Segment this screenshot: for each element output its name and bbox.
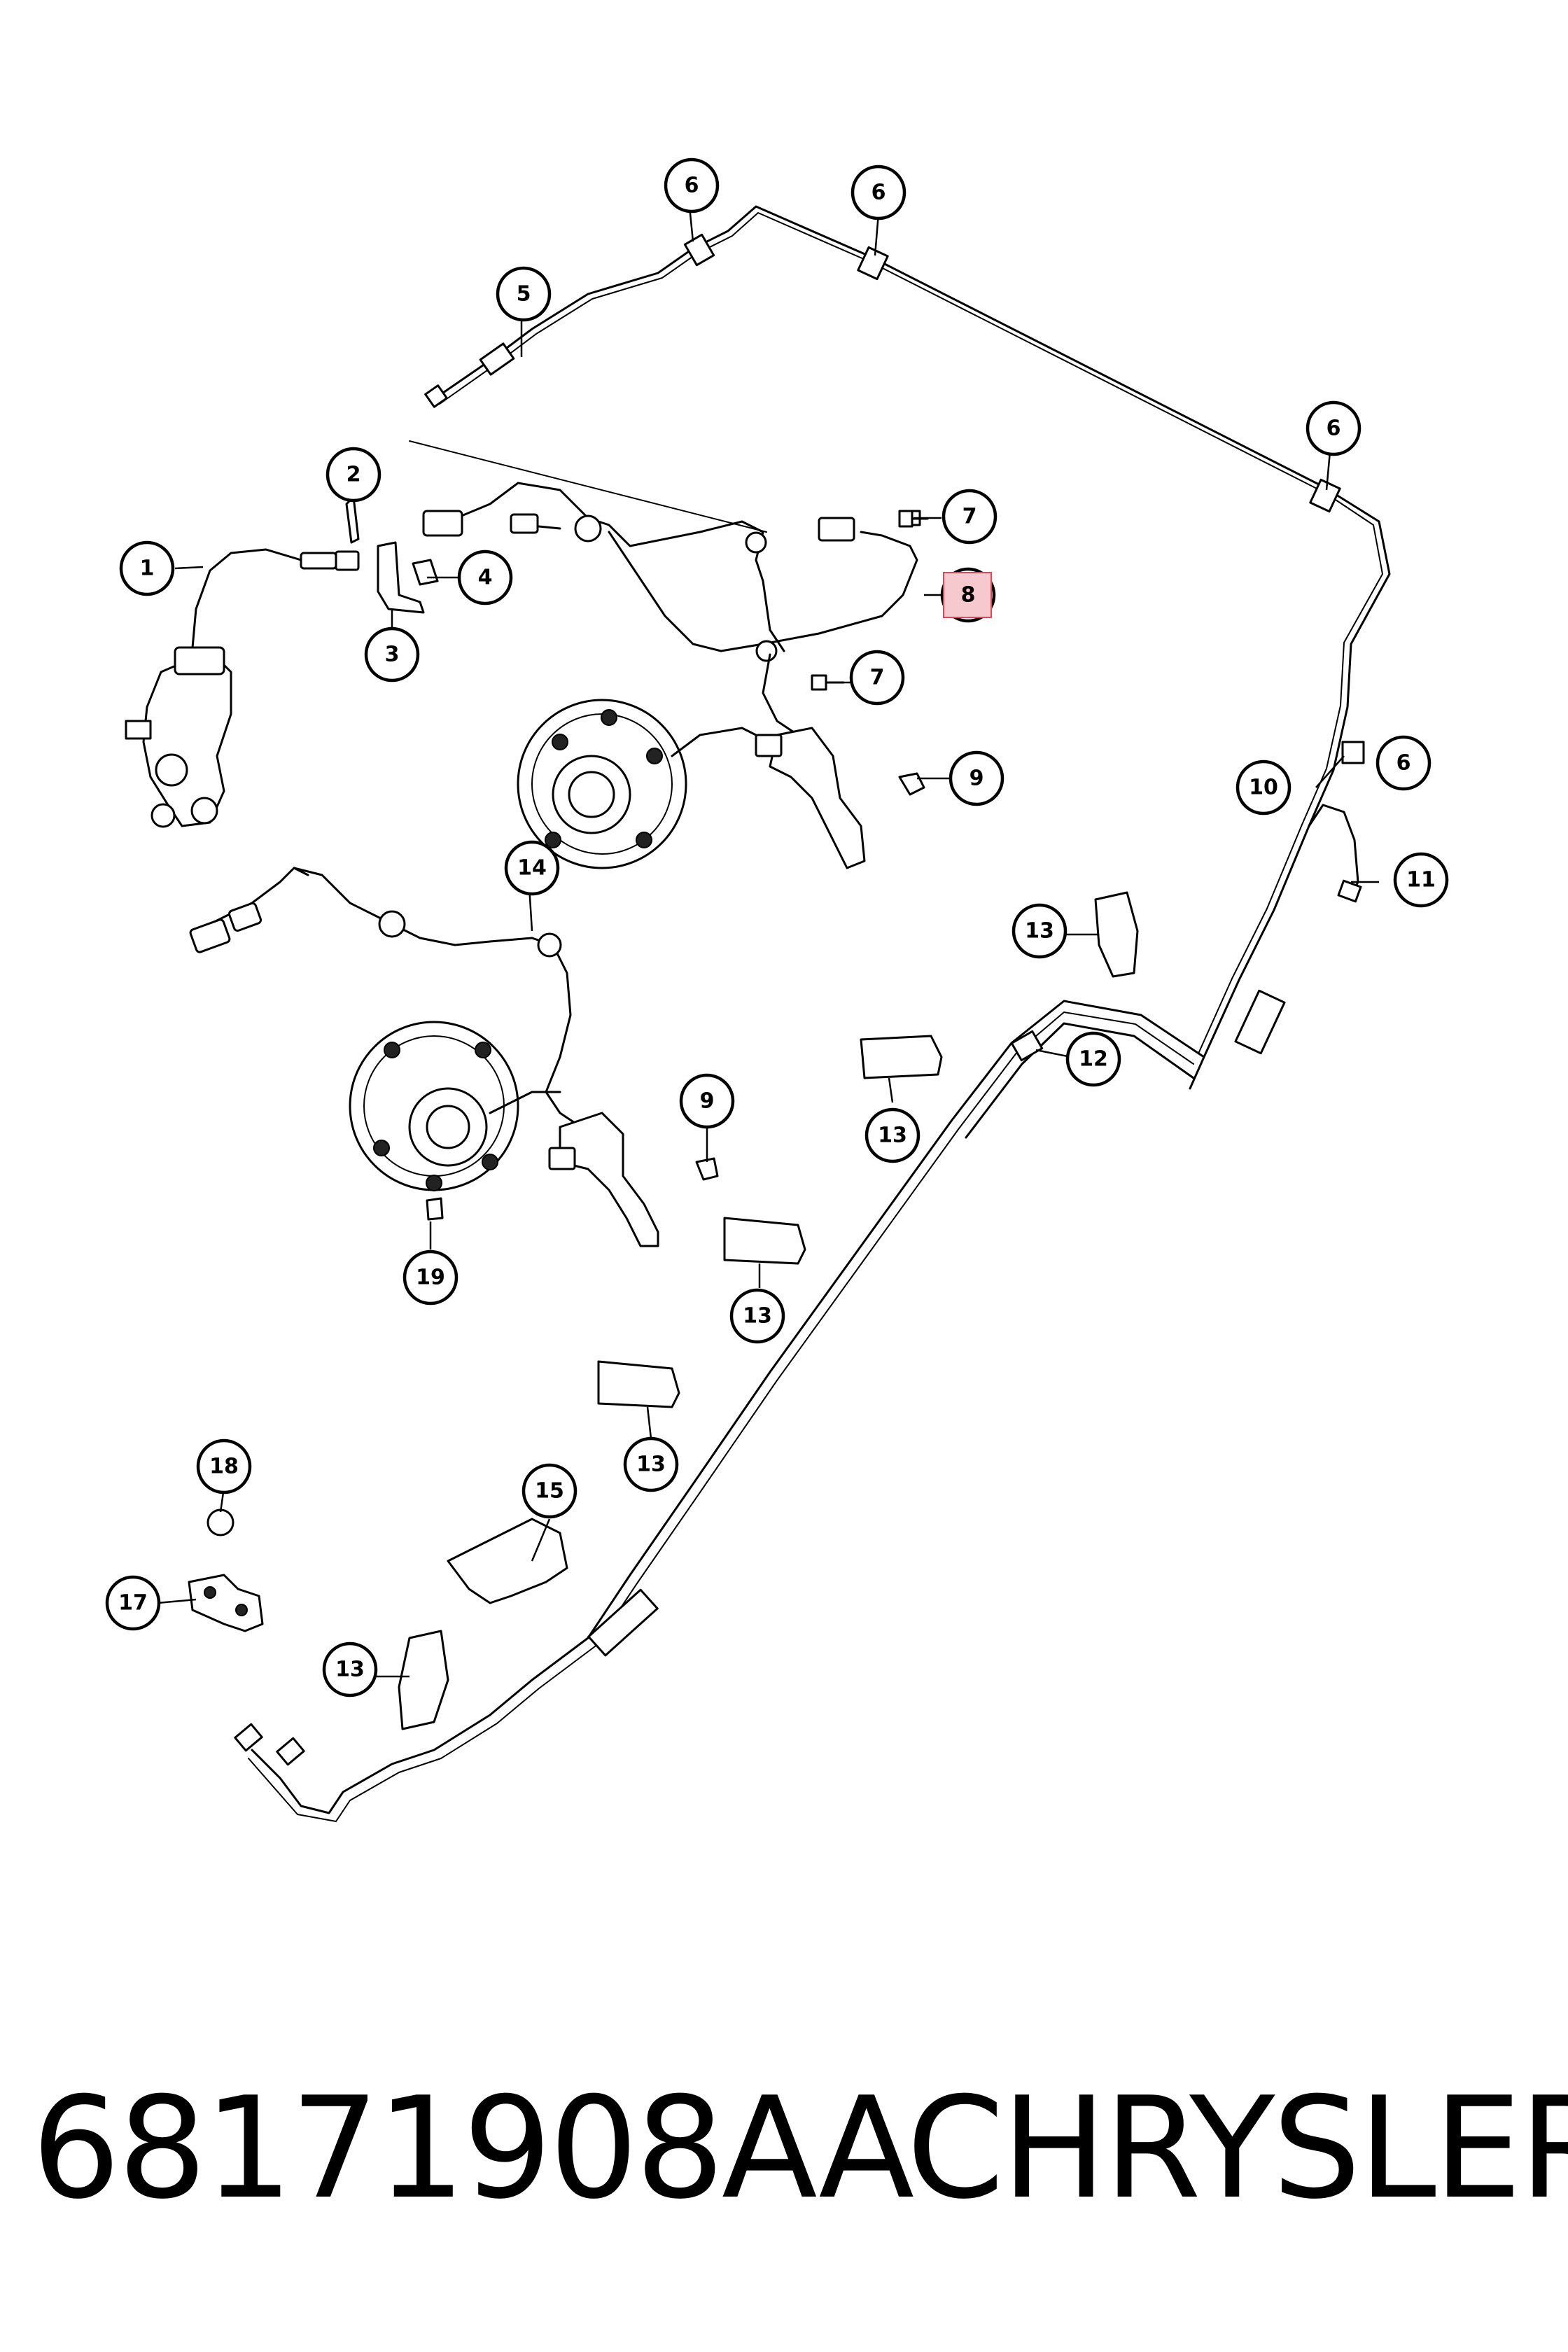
retainer-clips	[398, 891, 1139, 1730]
callout-8: 8	[940, 567, 996, 623]
harness-reference-line	[409, 440, 767, 533]
callout-6c-label: 6	[1326, 416, 1341, 441]
part-number: 68171908AA	[31, 2067, 914, 2230]
tube-clips	[424, 233, 1365, 1062]
callout-17-label: 17	[118, 1591, 148, 1616]
callout-6a: 6	[664, 158, 720, 214]
callout-3: 3	[364, 626, 420, 682]
callout-13e: 13	[322, 1642, 378, 1698]
wheel-hub-lower	[349, 1021, 561, 1191]
shield-bracket	[188, 1518, 568, 1632]
callout-18: 18	[196, 1438, 252, 1494]
callout-18-label: 18	[209, 1455, 239, 1479]
callout-10: 10	[1236, 760, 1292, 816]
callout-9a-label: 9	[969, 766, 984, 791]
callout-12-label: 12	[1079, 1047, 1108, 1072]
callout-14-label: 14	[517, 856, 547, 881]
callout-6c: 6	[1306, 400, 1362, 456]
callout-7b: 7	[849, 650, 905, 706]
callout-4-label: 4	[478, 566, 493, 590]
callout-13a: 13	[1011, 903, 1068, 959]
sensor-bracket-upper	[755, 727, 866, 869]
callout-14: 14	[504, 840, 560, 896]
callout-9b-label: 9	[700, 1089, 715, 1114]
callout-13d-label: 13	[636, 1452, 666, 1477]
callout-15-label: 15	[535, 1479, 564, 1504]
callout-5: 5	[496, 266, 552, 322]
callout-13c: 13	[729, 1288, 785, 1344]
callout-4: 4	[457, 550, 513, 606]
callout-7a: 7	[941, 489, 997, 545]
callout-1: 1	[119, 540, 175, 596]
callout-6b-label: 6	[872, 181, 886, 205]
abs-sensor-harness	[422, 482, 921, 736]
callout-13e-label: 13	[335, 1658, 365, 1682]
callout-13c-label: 13	[743, 1304, 772, 1329]
callout-6d-label: 6	[1396, 751, 1411, 776]
sensor-bracket-lower	[548, 1112, 659, 1247]
callout-12: 12	[1065, 1031, 1121, 1087]
callout-9b: 9	[679, 1073, 735, 1129]
brake-tube-branch	[1234, 804, 1362, 1055]
callout-8-label: 8	[961, 583, 976, 608]
callout-1-label: 1	[140, 556, 155, 581]
brake-caliper	[125, 548, 360, 828]
callout-15: 15	[522, 1463, 578, 1519]
callout-6b: 6	[850, 164, 906, 220]
manufacturer-name: CHRYSLER	[906, 2067, 1568, 2230]
callout-6d: 6	[1376, 735, 1432, 791]
callout-9a: 9	[948, 750, 1004, 806]
callout-7a-label: 7	[962, 505, 977, 529]
callout-17: 17	[105, 1575, 161, 1631]
callout-13b: 13	[864, 1107, 920, 1163]
callout-5-label: 5	[517, 282, 531, 307]
callout-7b-label: 7	[870, 666, 885, 690]
callout-10-label: 10	[1249, 776, 1278, 800]
callout-6a-label: 6	[685, 174, 699, 198]
callout-13b-label: 13	[878, 1124, 907, 1148]
callout-13d: 13	[623, 1436, 679, 1492]
brake-tube-upper	[433, 205, 1391, 1090]
footer-caption: 68171908AA CHRYSLER	[0, 2072, 1568, 2226]
callout-2: 2	[326, 447, 382, 503]
callout-13a-label: 13	[1025, 919, 1054, 944]
leader-lines	[157, 206, 1379, 1678]
callout-2-label: 2	[346, 463, 361, 487]
callout-11: 11	[1393, 852, 1449, 908]
callout-19-label: 19	[416, 1266, 445, 1290]
callout-19: 19	[402, 1250, 458, 1306]
callout-8-highlight	[943, 572, 992, 618]
wheel-hub-upper	[517, 699, 799, 869]
callout-11-label: 11	[1406, 868, 1436, 892]
callout-3-label: 3	[385, 643, 400, 667]
